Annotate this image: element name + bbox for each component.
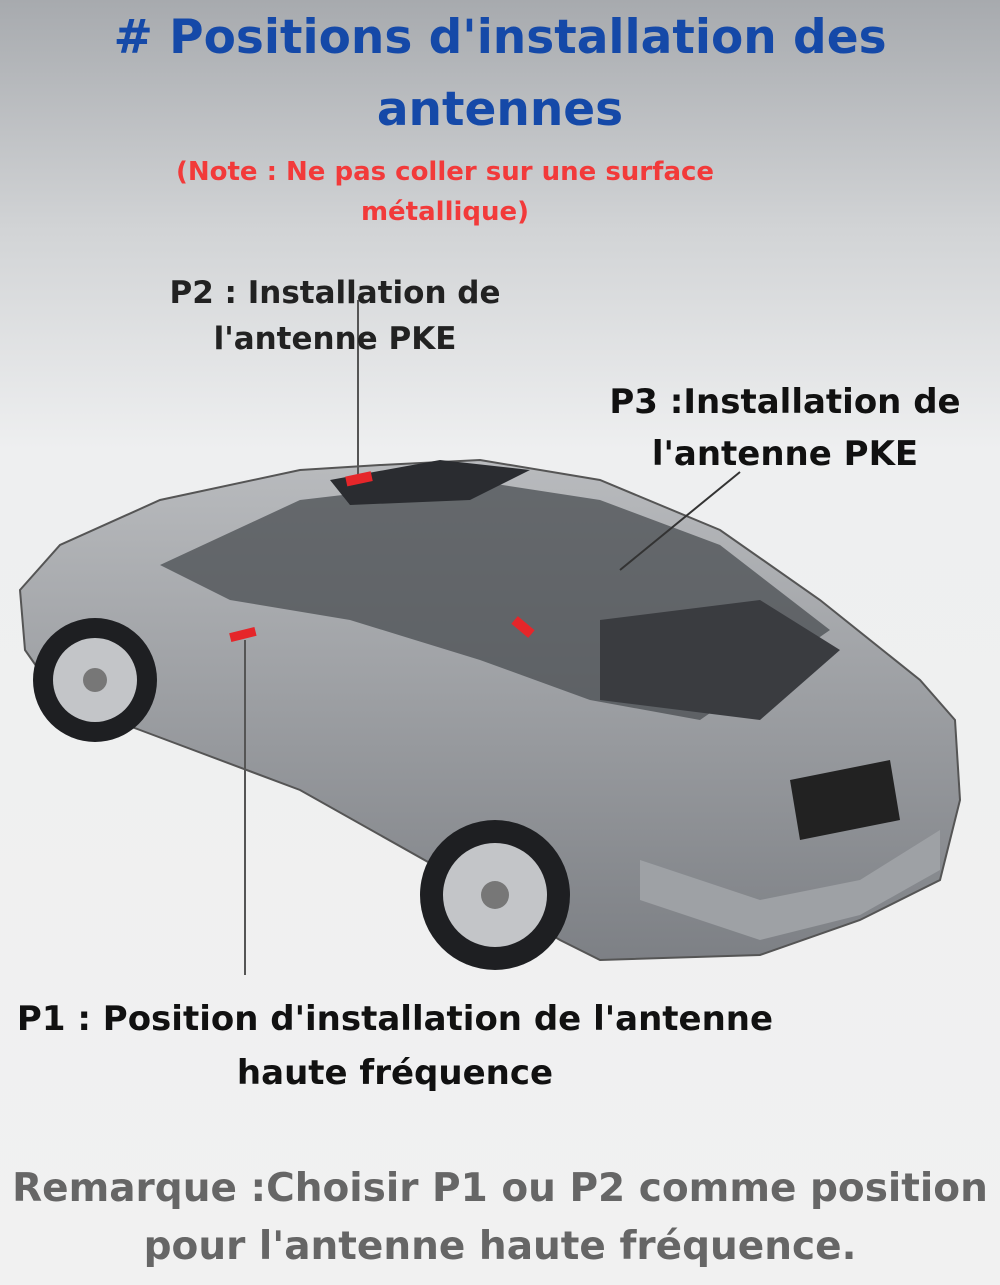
p2-antenna-marker	[345, 471, 373, 487]
car-body	[18, 458, 962, 962]
p1-antenna-marker	[229, 627, 257, 643]
label-p2: P2 : Installation de l'antenne PKE	[169, 275, 501, 357]
remark-text: Remarque :Choisir P1 ou P2 comme positio…	[12, 1166, 988, 1269]
wheel-front	[33, 618, 157, 742]
label-p3: P3 :Installation de l'antenne PKE	[609, 382, 961, 474]
label-p1: P1 : Position d'installation de l'antenn…	[16, 999, 774, 1093]
wheel-rear	[420, 820, 570, 970]
p3-antenna-marker	[511, 616, 535, 638]
page-title: # Positions d'installation des antennes	[113, 10, 887, 137]
p3-leader-line	[619, 471, 741, 571]
warning-note: (Note : Ne pas coller sur une surface mé…	[175, 157, 715, 227]
